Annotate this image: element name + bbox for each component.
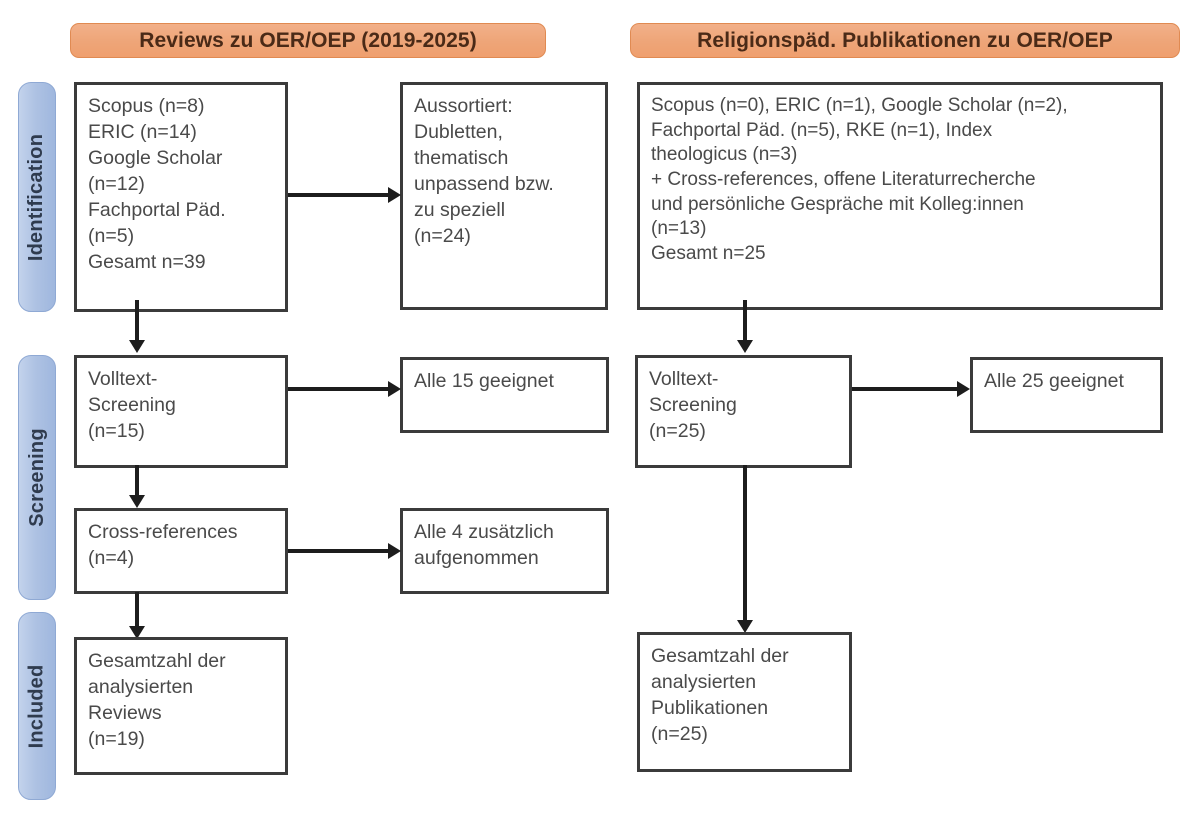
node-line: und persönliche Gespräche mit Kolleg:inn… [651,193,1024,215]
node-line: Gesamtzahl der [651,645,789,667]
column-header-reviews: Reviews zu OER/OEP (2019-2025) [70,23,546,58]
node-line: Aussortiert: [414,95,513,117]
arrow-left-crossrefs-to-included [129,626,145,639]
connector-left-ident-to-screening [135,300,139,341]
node-line: (n=24) [414,224,471,247]
node-line: Publikationen [651,696,769,719]
node-left-screening-result: Alle 15 geeignet [400,357,609,433]
node-right-included: Gesamtzahl der analysierten Publikatione… [637,632,852,772]
node-line: Fachportal Päd. [88,198,226,221]
node-right-screening-result: Alle 25 geeignet [970,357,1163,433]
connector-right-screening-to-included [743,465,747,622]
node-line: Cross-references [88,521,238,543]
connector-left-ident-to-excluded [288,193,390,197]
node-line: zu speziell [414,198,506,221]
node-line: (n=15) [88,419,145,442]
stage-label-included: Included [18,612,56,800]
node-left-excluded: Aussortiert: Dubletten, thematisch unpas… [400,82,608,310]
node-line: Gesamt n=39 [88,250,206,273]
arrow-left-screening-to-crossrefs [129,495,145,508]
node-line: (n=4) [88,546,135,569]
connector-right-ident-to-screening [743,300,747,341]
node-line: Gesamt n=25 [651,243,766,265]
arrow-left-crossrefs-to-result [388,543,401,559]
node-line: (n=25) [649,419,706,442]
node-left-crossrefs-result: Alle 4 zusätzlich aufgenommen [400,508,609,594]
column-header-religionspaed-label: Religionspäd. Publikationen zu OER/OEP [697,28,1113,52]
connector-left-screening-to-crossrefs [135,465,139,497]
node-line: Reviews [88,701,162,724]
node-line: Alle 4 zusätzlich [414,521,554,543]
node-line: analysierten [651,670,757,693]
arrow-right-screening-to-result [957,381,970,397]
arrow-right-screening-to-included [737,620,753,633]
connector-left-crossrefs-to-included [135,592,139,629]
node-line: Alle 15 geeignet [414,370,554,392]
node-left-crossrefs: Cross-references (n=4) [74,508,288,594]
node-right-identification: Scopus (n=0), ERIC (n=1), Google Scholar… [637,82,1163,310]
stage-label-screening: Screening [18,355,56,600]
node-line: (n=5) [88,224,135,247]
node-line: + Cross-references, offene Literaturrech… [651,169,1036,191]
node-line: Scopus (n=0), ERIC (n=1), Google Scholar… [651,95,1068,116]
arrow-left-screening-to-result [388,381,401,397]
node-line: Scopus (n=8) [88,95,205,117]
node-left-included: Gesamtzahl der analysierten Reviews (n=1… [74,637,288,775]
node-line: thematisch [414,146,509,169]
node-line: (n=25) [651,722,708,745]
node-line: aufgenommen [414,546,539,569]
node-line: Alle 25 geeignet [984,370,1124,392]
column-header-reviews-label: Reviews zu OER/OEP (2019-2025) [139,28,477,52]
node-right-screening: Volltext- Screening (n=25) [635,355,852,468]
node-line: Dubletten, [414,120,503,143]
node-line: (n=13) [651,218,707,240]
node-left-screening: Volltext- Screening (n=15) [74,355,288,468]
node-line: Screening [649,393,737,416]
arrow-left-ident-to-excluded [388,187,401,203]
stage-label-identification: Identification [18,82,56,312]
stage-label-screening-text: Screening [25,428,48,527]
node-line: Fachportal Päd. (n=5), RKE (n=1), Index [651,119,993,141]
node-line: Volltext- [649,368,719,390]
arrow-right-ident-to-screening [737,340,753,353]
arrow-left-ident-to-screening [129,340,145,353]
stage-label-included-text: Included [25,664,48,748]
node-line: (n=12) [88,172,145,195]
node-line: Screening [88,393,176,416]
node-line: Gesamtzahl der [88,650,226,672]
node-line: Google Scholar [88,146,223,169]
node-line: ERIC (n=14) [88,120,197,143]
column-header-religionspaed: Religionspäd. Publikationen zu OER/OEP [630,23,1180,58]
node-line: Volltext- [88,368,158,390]
connector-right-screening-to-result [852,387,960,391]
node-line: unpassend bzw. [414,172,554,195]
node-line: theologicus (n=3) [651,144,798,166]
node-left-identification: Scopus (n=8) ERIC (n=14) Google Scholar … [74,82,288,312]
stage-label-identification-text: Identification [25,133,48,261]
connector-left-screening-to-result [288,387,390,391]
connector-left-crossrefs-to-result [288,549,390,553]
node-line: analysierten [88,675,194,698]
node-line: (n=19) [88,727,145,750]
